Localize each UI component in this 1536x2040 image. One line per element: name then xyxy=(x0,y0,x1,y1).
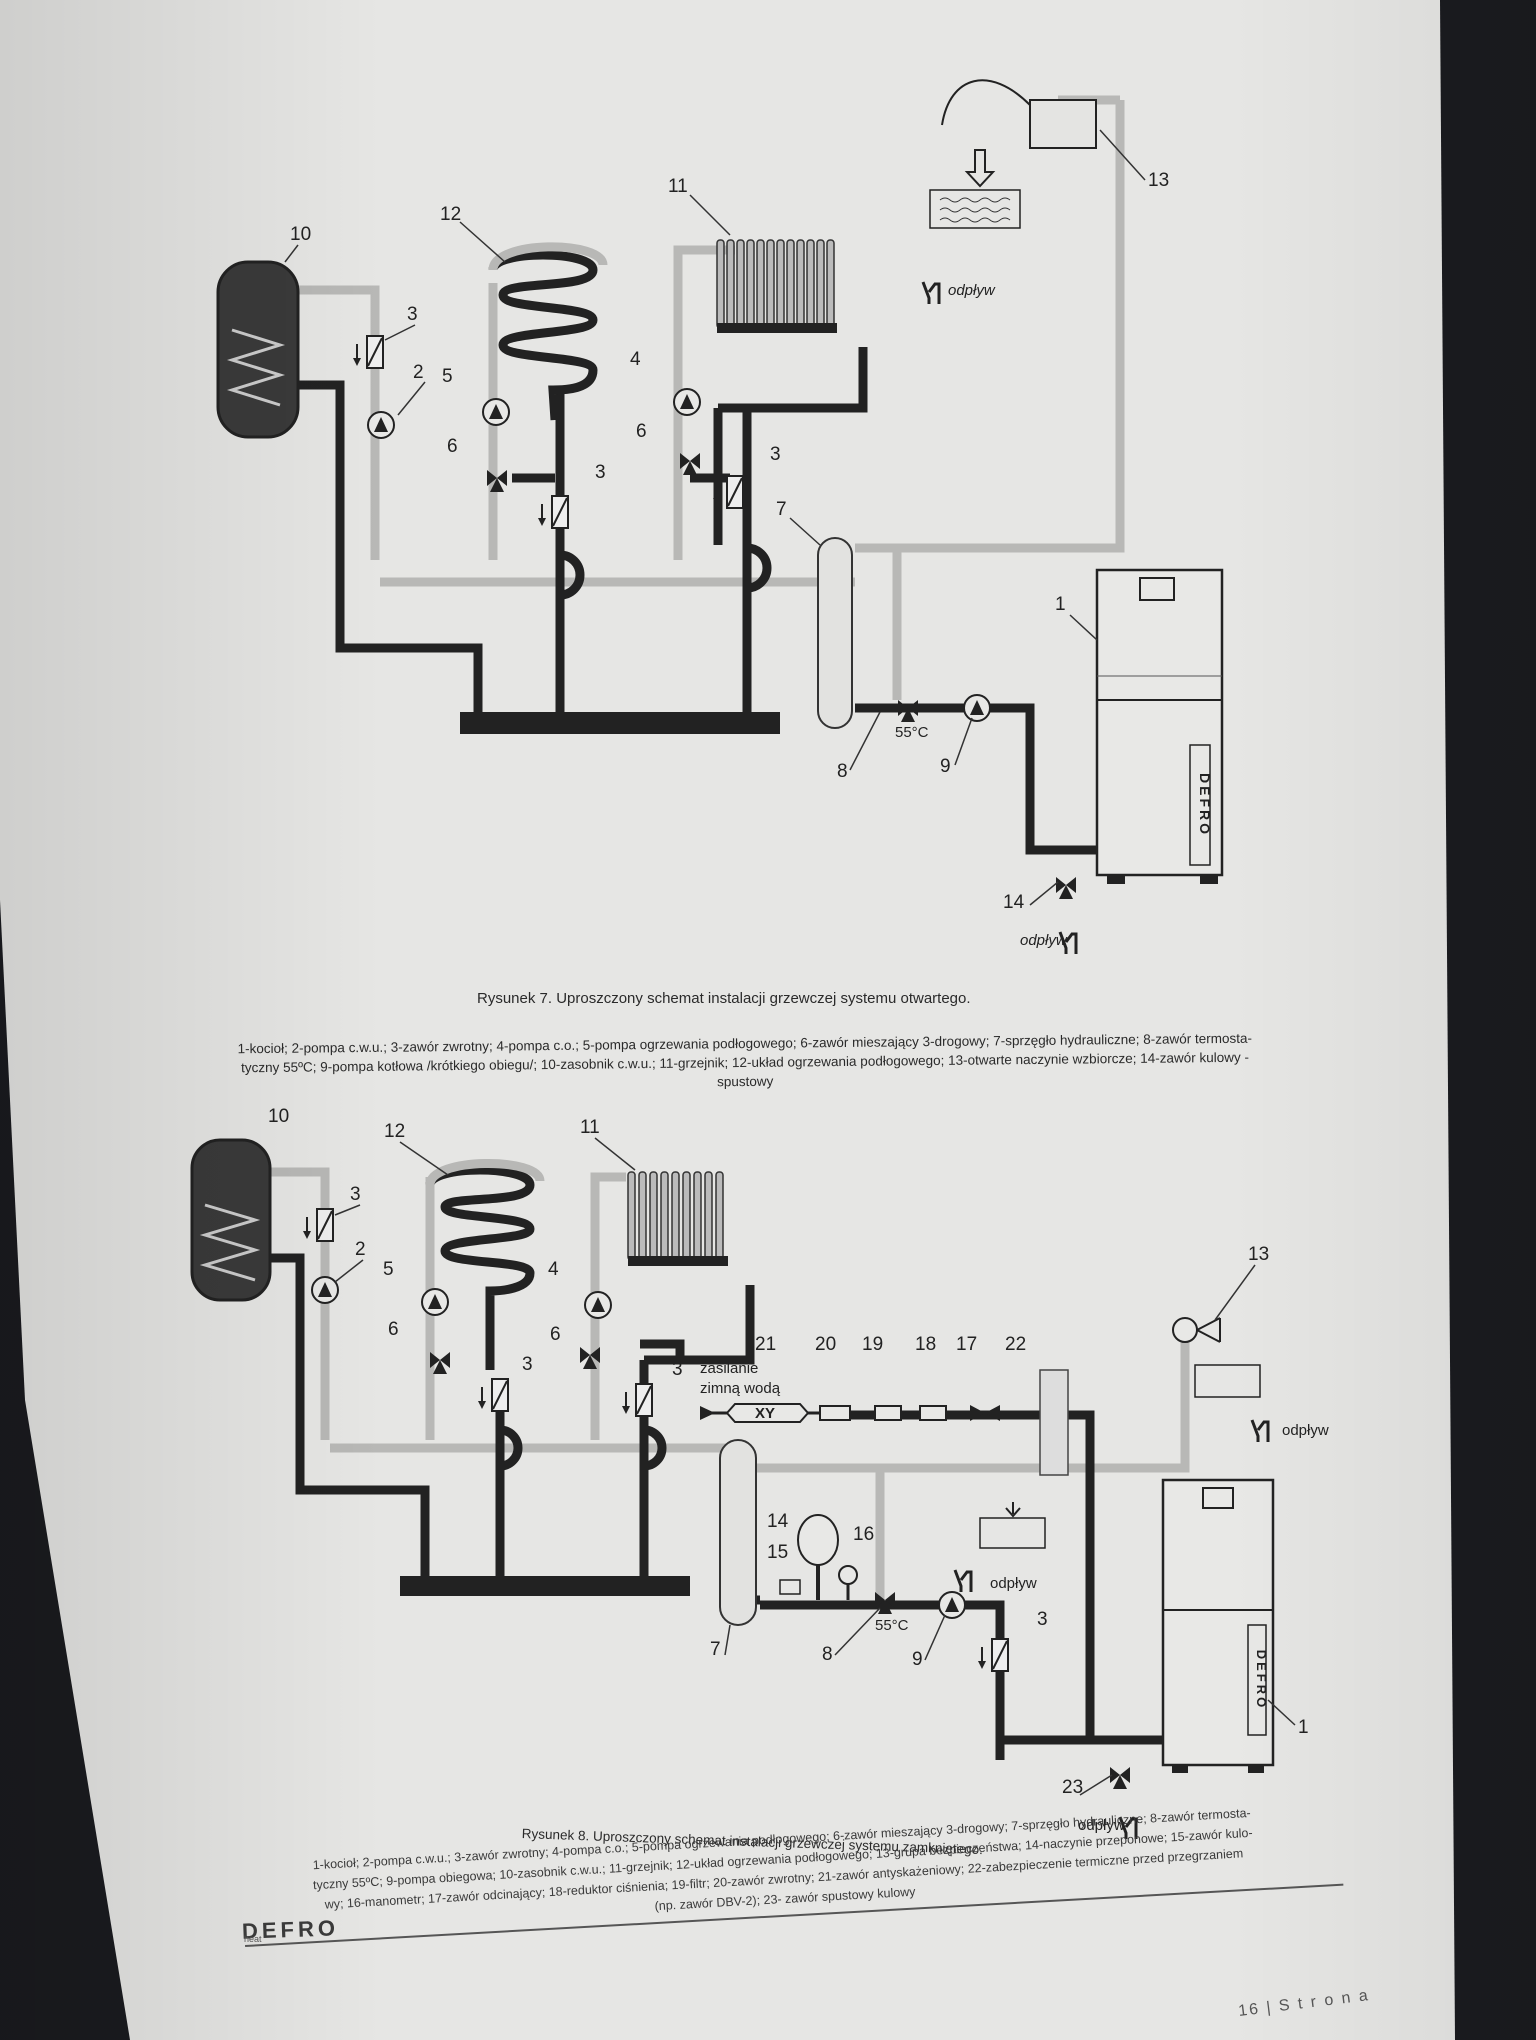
svg-text:20: 20 xyxy=(815,1334,836,1355)
boiler-brand-label: DEFRO xyxy=(1197,773,1213,837)
svg-text:3: 3 xyxy=(350,1184,361,1205)
boiler-brand-label-2: DEFRO xyxy=(1254,1650,1269,1711)
svg-text:8: 8 xyxy=(837,761,848,782)
svg-text:5: 5 xyxy=(442,366,453,387)
svg-text:11: 11 xyxy=(668,176,688,197)
svg-text:18: 18 xyxy=(915,1334,936,1355)
svg-text:3: 3 xyxy=(672,1359,683,1380)
svg-text:21: 21 xyxy=(755,1334,776,1355)
svg-text:1: 1 xyxy=(1298,1717,1309,1738)
figure-8-labels: 1 2 3 3 3 3 4 5 6 6 7 8 9 10 11 12 13 14… xyxy=(268,1106,1329,1834)
svg-text:9: 9 xyxy=(940,756,951,777)
figure-7-schematic: DEFRO 1 2 3 3 3 4 5 6 6 7 8 9 10 11 12 1… xyxy=(216,79,1224,956)
svg-text:13: 13 xyxy=(1148,170,1169,191)
svg-text:3: 3 xyxy=(1037,1609,1048,1630)
figure-7-caption: Rysunek 7. Uproszczony schemat instalacj… xyxy=(477,990,971,1007)
svg-text:2: 2 xyxy=(355,1239,366,1260)
svg-text:1: 1 xyxy=(1055,594,1066,615)
svg-text:2: 2 xyxy=(413,362,424,383)
figure-7-labels: 1 2 3 3 3 4 5 6 6 7 8 9 10 11 12 13 14 5… xyxy=(290,170,1169,949)
svg-text:3: 3 xyxy=(522,1354,533,1375)
svg-text:zasilanie: zasilanie xyxy=(700,1360,758,1377)
svg-text:12: 12 xyxy=(440,204,461,225)
svg-text:6: 6 xyxy=(636,421,647,442)
svg-text:10: 10 xyxy=(290,224,311,245)
svg-text:3: 3 xyxy=(407,304,418,325)
svg-text:6: 6 xyxy=(550,1324,561,1345)
figure-8-schematic: DEFRO 1 2 3 3 3 3 4 5 6 6 7 8 9 10 11 12… xyxy=(190,1106,1329,1841)
svg-text:7: 7 xyxy=(776,499,787,520)
svg-text:17: 17 xyxy=(956,1334,977,1355)
svg-text:3: 3 xyxy=(595,462,606,483)
svg-text:19: 19 xyxy=(862,1334,883,1355)
svg-text:3: 3 xyxy=(770,444,781,465)
svg-text:10: 10 xyxy=(268,1106,289,1127)
svg-text:7: 7 xyxy=(710,1639,721,1660)
svg-text:5: 5 xyxy=(383,1259,394,1280)
svg-text:6: 6 xyxy=(388,1319,399,1340)
svg-text:odpływ: odpływ xyxy=(1020,932,1068,949)
svg-text:14: 14 xyxy=(767,1511,789,1532)
svg-text:XY: XY xyxy=(755,1405,775,1422)
svg-text:55°C: 55°C xyxy=(895,724,929,741)
svg-text:55°C: 55°C xyxy=(875,1617,909,1634)
svg-text:8: 8 xyxy=(822,1644,833,1665)
svg-text:11: 11 xyxy=(580,1117,600,1138)
svg-text:odpływ: odpływ xyxy=(1078,1817,1125,1834)
svg-text:9: 9 xyxy=(912,1649,923,1670)
svg-text:13: 13 xyxy=(1248,1244,1269,1265)
svg-text:odpływ: odpływ xyxy=(1282,1422,1329,1439)
svg-text:4: 4 xyxy=(548,1259,559,1280)
svg-text:odpływ: odpływ xyxy=(948,282,996,299)
svg-text:14: 14 xyxy=(1003,892,1025,913)
svg-text:zimną wodą: zimną wodą xyxy=(700,1380,781,1397)
footer-brand-sub: heat xyxy=(244,1934,262,1944)
svg-text:23: 23 xyxy=(1062,1777,1083,1798)
svg-text:12: 12 xyxy=(384,1121,405,1142)
svg-text:4: 4 xyxy=(630,349,641,370)
svg-text:6: 6 xyxy=(447,436,458,457)
svg-text:22: 22 xyxy=(1005,1334,1026,1355)
svg-text:15: 15 xyxy=(767,1542,788,1563)
svg-text:16: 16 xyxy=(853,1524,874,1545)
svg-text:odpływ: odpływ xyxy=(990,1575,1037,1592)
